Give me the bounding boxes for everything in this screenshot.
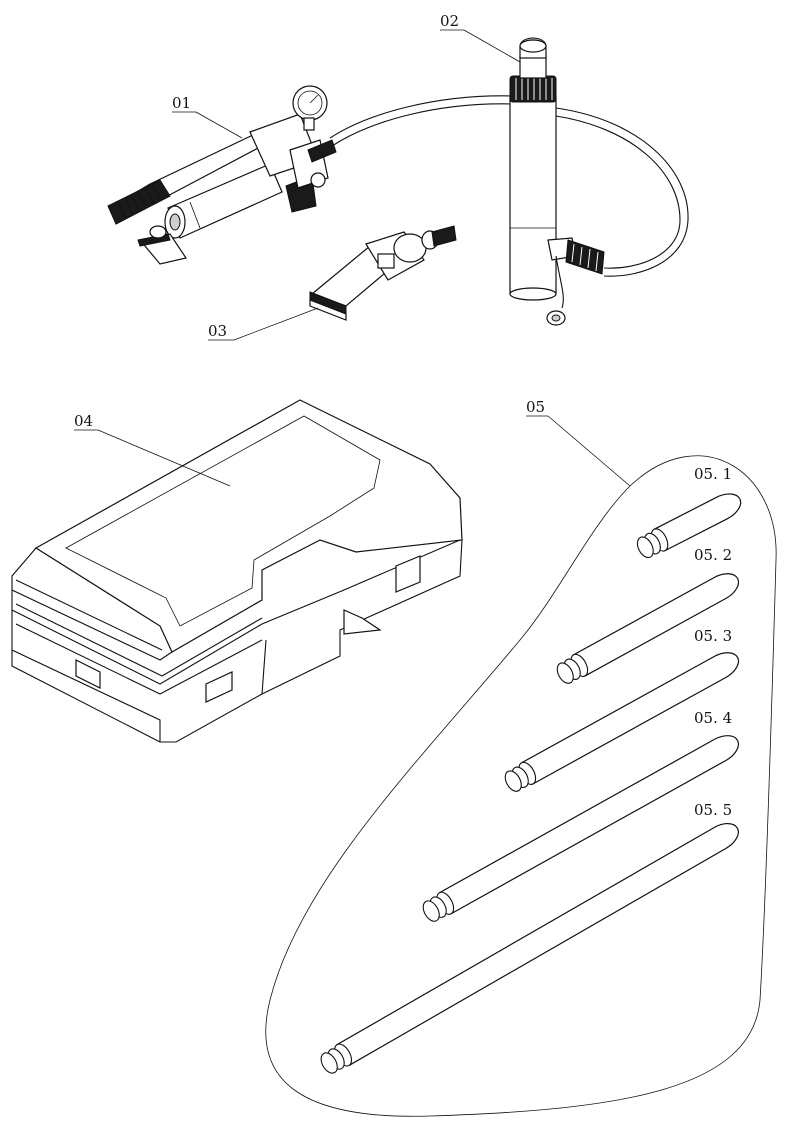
label-05-5: 05. 5 xyxy=(694,801,732,819)
rod-05-1-tube xyxy=(653,493,742,552)
leader-01 xyxy=(195,111,243,139)
rod-05-4-tube xyxy=(438,735,739,915)
hydraulic-hose xyxy=(329,95,689,277)
label-04: 04 xyxy=(74,412,93,430)
rod-05-2-tube xyxy=(572,573,740,677)
leader-lines xyxy=(74,29,631,487)
wedge-spreader-03 xyxy=(309,225,457,321)
leader-05 xyxy=(547,415,631,487)
extension-rods-05 xyxy=(265,455,777,1117)
label-05-4: 05. 4 xyxy=(694,709,732,727)
rod-05-5 xyxy=(320,822,739,1074)
rod-05-2 xyxy=(556,573,740,684)
rod-05-5-ring xyxy=(320,1052,338,1074)
leader-03 xyxy=(233,307,319,341)
label-05-3: 05. 3 xyxy=(694,627,732,645)
rod-05-4-ring xyxy=(422,900,440,922)
rod-set xyxy=(320,493,742,1074)
label-05-2: 05. 2 xyxy=(694,546,732,564)
rod-05-1 xyxy=(636,493,742,559)
rod-05-5-tube xyxy=(336,822,739,1067)
rod-05-4 xyxy=(422,735,739,922)
hand-pump-01 xyxy=(107,85,337,265)
label-05: 05 xyxy=(526,398,545,416)
label-05-1: 05. 1 xyxy=(694,465,732,483)
rod-05-3-ring xyxy=(504,770,522,792)
hydraulic-cylinder-02 xyxy=(509,37,605,326)
label-03: 03 xyxy=(208,322,227,340)
rod-05-3-tube xyxy=(520,652,740,785)
rod-05-2-ring xyxy=(556,662,574,684)
rod-05-3 xyxy=(504,652,740,792)
carrying-case-04 xyxy=(11,399,463,743)
leader-04 xyxy=(97,429,231,487)
label-01: 01 xyxy=(172,94,191,112)
label-02: 02 xyxy=(440,12,459,30)
leader-02 xyxy=(463,29,521,63)
rod-05-1-ring xyxy=(636,536,654,559)
